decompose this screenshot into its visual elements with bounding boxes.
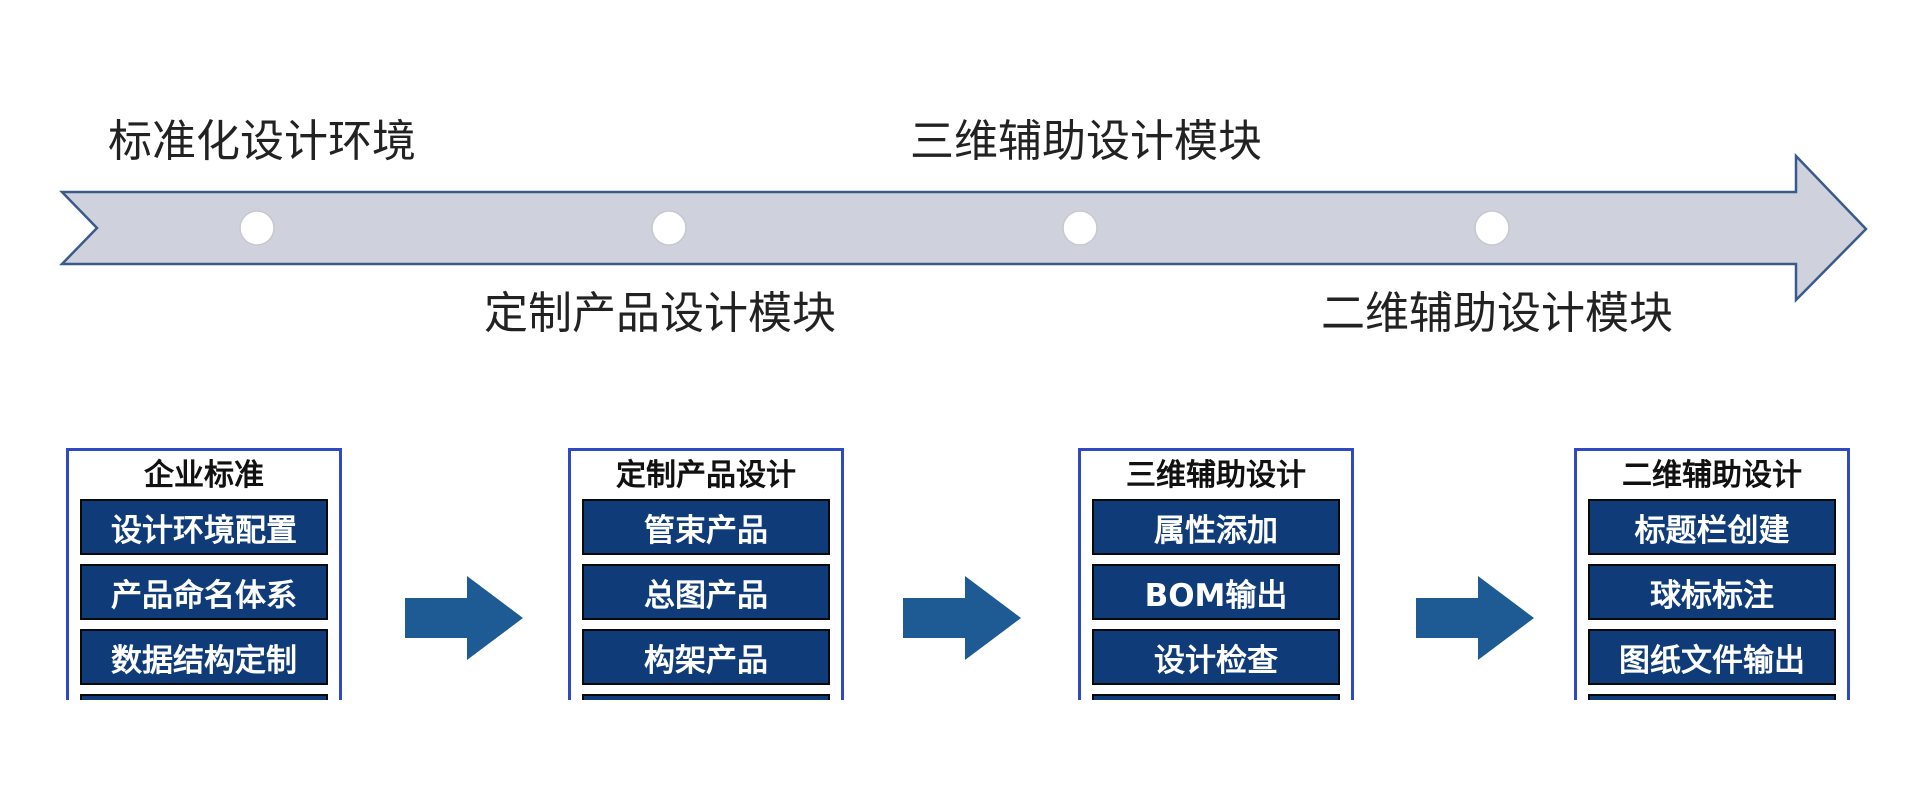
- panel-item: 设计检查: [1092, 629, 1340, 685]
- panel-item: BOM输出: [1092, 564, 1340, 620]
- panel-item-cut: [1092, 694, 1340, 700]
- panel-item: 图纸文件输出: [1588, 629, 1836, 685]
- stage-label-2d-design: 二维辅助设计模块: [1321, 288, 1673, 339]
- panel-item: 设计环境配置: [80, 499, 328, 555]
- stage-label-3d-design: 三维辅助设计模块: [910, 116, 1262, 167]
- panel-item: 标题栏创建: [1588, 499, 1836, 555]
- panel-item: 球标标注: [1588, 564, 1836, 620]
- stage-label-standard-env: 标准化设计环境: [108, 116, 416, 167]
- timeline-nodes: [239, 210, 1510, 246]
- panel-item: 产品命名体系: [80, 564, 328, 620]
- timeline-node-3: [1062, 210, 1098, 246]
- panel-enterprise-standard: 企业标准 设计环境配置 产品命名体系 数据结构定制: [66, 448, 342, 700]
- timeline-node-1: [239, 210, 275, 246]
- flow-arrow-2: [903, 576, 1021, 660]
- panel-item: 管束产品: [582, 499, 830, 555]
- panel-title: 三维辅助设计: [1126, 458, 1306, 493]
- panel-item: 总图产品: [582, 564, 830, 620]
- stage-label-custom-product: 定制产品设计模块: [484, 288, 836, 339]
- panel-item: 属性添加: [1092, 499, 1340, 555]
- panel-item-cut: [1588, 694, 1836, 700]
- panel-title: 定制产品设计: [616, 458, 796, 493]
- panel-2d-assisted-design: 二维辅助设计 标题栏创建 球标标注 图纸文件输出: [1574, 448, 1850, 700]
- panel-item-cut: [582, 694, 830, 700]
- panel-title: 企业标准: [144, 458, 264, 493]
- timeline-node-2: [651, 210, 687, 246]
- timeline-band: [59, 152, 1868, 304]
- timeline-node-4: [1474, 210, 1510, 246]
- flow-arrow-3: [1416, 576, 1534, 660]
- panel-item: 构架产品: [582, 629, 830, 685]
- panel-title: 二维辅助设计: [1622, 458, 1802, 493]
- panel-item: 数据结构定制: [80, 629, 328, 685]
- panel-custom-product-design: 定制产品设计 管束产品 总图产品 构架产品: [568, 448, 844, 700]
- panel-3d-assisted-design: 三维辅助设计 属性添加 BOM输出 设计检查: [1078, 448, 1354, 700]
- flow-arrow-1: [405, 576, 523, 660]
- panel-item-cut: [80, 694, 328, 700]
